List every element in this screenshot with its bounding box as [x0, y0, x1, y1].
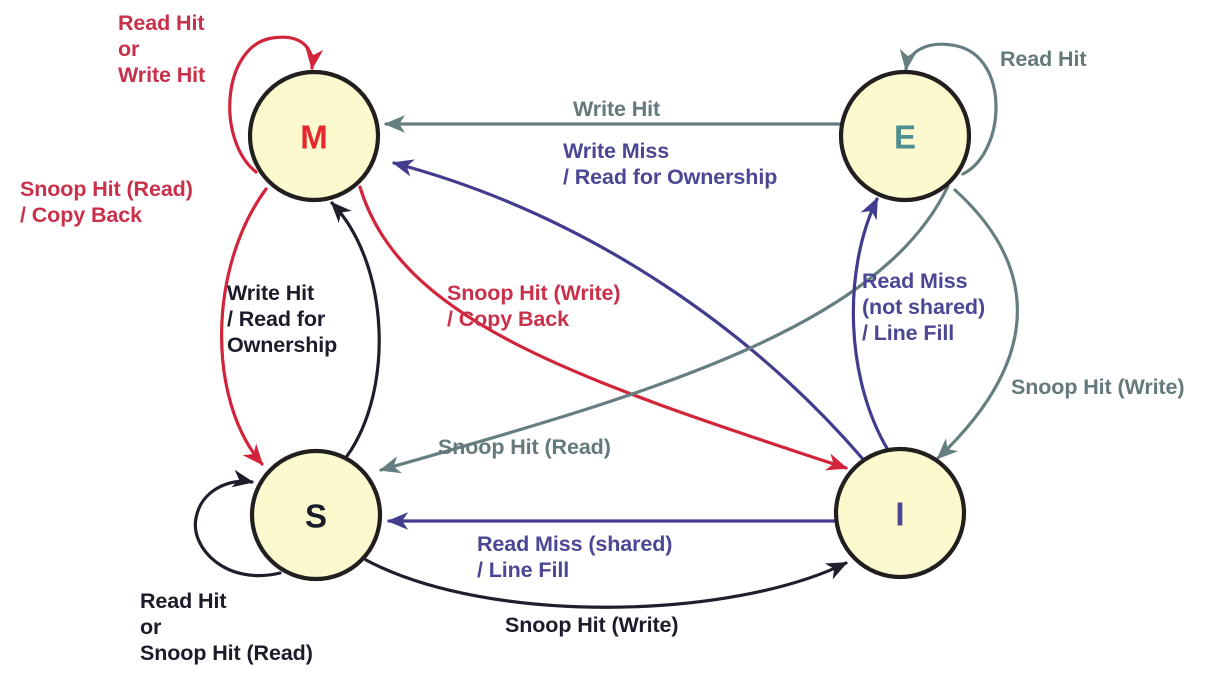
edge-s-self-loop: [193, 469, 282, 578]
edge-i-to-e: [851, 197, 890, 452]
transition-label-e-to-s: Snoop Hit (Read): [438, 435, 611, 459]
state-node-i[interactable]: I: [833, 446, 967, 580]
edge-i-to-m: [392, 159, 864, 460]
edge-e-to-i: [936, 188, 1019, 460]
state-circle-i[interactable]: [833, 446, 967, 580]
state-label-i: I: [895, 496, 904, 533]
transition-label-i-to-m: Write Miss / Read for Ownership: [563, 139, 778, 189]
transition-label-s-to-i: Snoop Hit (Write): [505, 613, 679, 637]
transition-label-m-to-s: Snoop Hit (Read) / Copy Back: [20, 177, 193, 227]
transition-label-e-to-m: Write Hit: [573, 97, 661, 121]
edge-s-to-i: [364, 558, 848, 609]
edge-m-self-loop: [228, 35, 324, 174]
edge-m-to-s: [220, 187, 268, 466]
edge-s-to-m: [330, 201, 381, 458]
state-circle-e[interactable]: [838, 69, 972, 203]
transition-label-m-to-i: Snoop Hit (Write) / Copy Back: [447, 281, 621, 331]
edge-e-self-loop: [899, 42, 998, 176]
transition-label-m-self-loop: Read Hit or Write Hit: [118, 11, 206, 87]
transition-label-e-to-i: Snoop Hit (Write): [1011, 375, 1185, 399]
state-label-e: E: [894, 119, 916, 156]
transition-label-i-to-e: Read Miss (not shared) / Line Fill: [862, 269, 986, 345]
state-node-s[interactable]: S: [249, 448, 383, 582]
state-label-s: S: [305, 498, 327, 535]
state-circle-s[interactable]: [249, 448, 383, 582]
transition-label-i-to-s: Read Miss (shared) / Line Fill: [477, 532, 673, 582]
edge-m-to-i: [358, 185, 848, 471]
transition-label-s-self-loop: Read Hit or Snoop Hit (Read): [140, 589, 313, 665]
state-node-e[interactable]: E: [838, 69, 972, 203]
state-node-m[interactable]: M: [247, 69, 381, 203]
state-circle-m[interactable]: [247, 69, 381, 203]
edge-e-to-s: [379, 184, 950, 474]
transition-label-s-to-m: Write Hit / Read for Ownership: [227, 281, 338, 357]
state-label-m: M: [300, 119, 328, 156]
transition-label-e-self-loop: Read Hit: [1000, 47, 1087, 71]
